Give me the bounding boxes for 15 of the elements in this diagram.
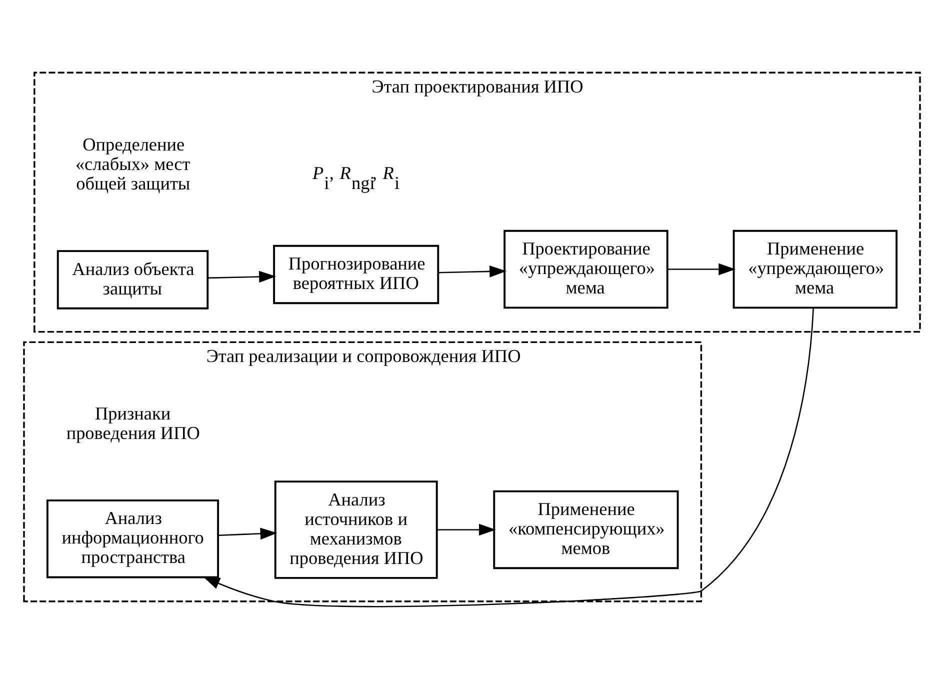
node-box: Анализ источников и механизмов проведения ИПО bbox=[274, 480, 438, 578]
arrow bbox=[202, 307, 814, 607]
node-box: Анализ объекта защиты bbox=[56, 250, 209, 309]
arrow bbox=[218, 527, 278, 540]
node-box: Применение «упреждающего» мема bbox=[732, 229, 898, 308]
arrow bbox=[438, 265, 506, 277]
node-box: Прогнозирование вероятных ИПО bbox=[273, 244, 440, 304]
node-box: Применение «компенсирующих» мемов bbox=[493, 490, 679, 569]
node-label: Признаки проведения ИПО bbox=[66, 402, 200, 442]
node-box: Анализ информационного пространства bbox=[46, 498, 220, 578]
arrow bbox=[436, 523, 496, 536]
arrow bbox=[668, 262, 736, 275]
node-label: Определение «слабых» мест общей защиты bbox=[75, 134, 190, 193]
node-box: Проектирование «упреждающего» мема bbox=[504, 229, 668, 308]
arrow bbox=[208, 270, 276, 282]
